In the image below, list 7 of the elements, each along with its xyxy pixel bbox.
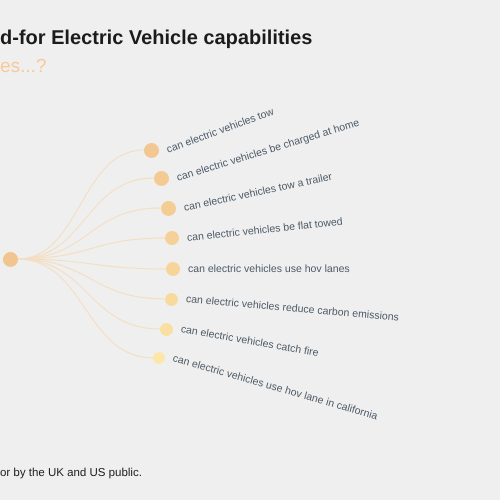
connector-line xyxy=(17,258,154,359)
chart-title: d-for Electric Vehicle capabilities xyxy=(0,27,312,50)
footnote: or by the UK and US public. xyxy=(0,467,142,479)
search-query: can electric vehicles reduce carbon emissions xyxy=(184,293,399,324)
subtitle: es...? xyxy=(0,56,46,78)
search-query: can electric vehicles use hov lanes xyxy=(188,263,350,275)
search-query: can electric vehicles be flat towed xyxy=(186,216,344,244)
